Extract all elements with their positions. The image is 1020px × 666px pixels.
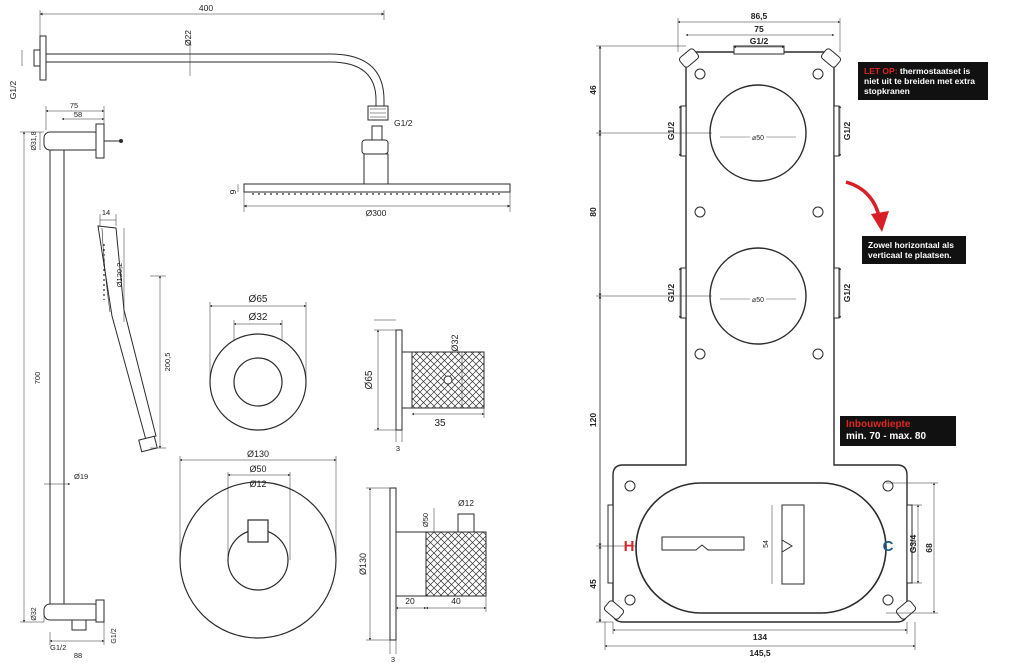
box-g-l2-label: G1/2	[666, 284, 676, 303]
box-h80-label: 80	[588, 207, 598, 217]
box-w86-label: 86,5	[751, 11, 768, 21]
ts-w20-label: 20	[405, 596, 415, 606]
shower-arm-drawing	[21, 10, 511, 212]
stop-plate-label: 3	[396, 444, 400, 453]
warning-note: LET OP: thermostaatset is niet uit te br…	[858, 62, 988, 100]
hand-w-label: 14	[102, 208, 110, 217]
bar-g-left-label: G1/2	[50, 643, 66, 652]
thermostat-side-drawing	[366, 487, 487, 654]
ts-d50-label: Ø50	[421, 513, 430, 527]
box-h54-label: 54	[763, 540, 770, 548]
mounting-box-drawing	[596, 18, 938, 650]
install-depth-note: Inbouwdiepte min. 70 - max. 80	[840, 416, 956, 446]
slide-bar-drawing	[20, 106, 123, 645]
ts-w40-label: 40	[451, 596, 461, 606]
box-h46-label: 46	[588, 85, 598, 95]
orientation-note-text: Zowel horizontaal als verticaal te plaat…	[868, 240, 954, 260]
box-g-l1-label: G1/2	[666, 122, 676, 141]
stop-len-label: 35	[434, 418, 446, 429]
box-g-r2-label: G1/2	[842, 284, 852, 303]
arm-dia-label: Ø22	[183, 30, 193, 46]
bar-w88-label: 88	[74, 651, 82, 660]
stop-valve-side-drawing	[374, 319, 485, 442]
box-w75-label: 75	[754, 24, 764, 34]
head-height-label: 9	[228, 189, 238, 194]
thermostat-rose-drawing	[179, 456, 337, 639]
bar-d31-label: Ø31,8	[31, 131, 38, 150]
bar-dia-label: Ø19	[74, 472, 88, 481]
arm-thread-label: G1/2	[8, 81, 18, 100]
box-c2-label: ⌀50	[752, 297, 764, 304]
box-c1-label: ⌀50	[752, 135, 764, 142]
install-depth-title: Inbouwdiepte	[846, 419, 911, 430]
arm-length-label: 400	[199, 3, 213, 13]
bar-len-label: 700	[33, 372, 42, 385]
cold-label: C	[883, 538, 894, 555]
box-w145-label: 145,5	[749, 648, 771, 658]
rose-d65-label: Ø65	[249, 294, 268, 305]
warning-note-title: LET OP:	[864, 66, 898, 76]
ts-d12-label: Ø12	[458, 498, 474, 508]
ts-plate-label: 3	[391, 655, 395, 664]
hot-label: H	[624, 538, 635, 555]
stop-d32-label: Ø32	[450, 334, 460, 351]
box-h120-label: 120	[588, 413, 598, 427]
ts-d130-label: Ø130	[358, 553, 368, 575]
thermo-d130-label: Ø130	[247, 449, 269, 459]
hand-shower-drawing	[97, 214, 166, 453]
box-g34-label: G3/4	[908, 535, 918, 554]
box-g-top-label: G1/2	[750, 36, 769, 46]
hand-len-label: 200,5	[163, 353, 172, 372]
box-g-r1-label: G1/2	[842, 122, 852, 141]
thermo-d50-label: Ø50	[249, 464, 266, 474]
bar-w58-label: 58	[74, 110, 82, 119]
warning-note-text: thermostaatset is niet uit te breiden me…	[864, 66, 975, 96]
bar-w75-label: 75	[70, 101, 78, 110]
orientation-note: Zowel horizontaal als verticaal te plaat…	[862, 236, 966, 264]
hand-d-label: Ø120,2	[115, 263, 124, 288]
stop-d65-label: Ø65	[364, 370, 375, 389]
box-h45-label: 45	[588, 579, 598, 589]
bar-g-right-label: G1/2	[111, 628, 118, 643]
head-dia-label: Ø300	[366, 208, 387, 218]
rose-d32-label: Ø32	[249, 312, 268, 323]
box-w134-label: 134	[753, 632, 767, 642]
stop-rose-drawing	[209, 302, 307, 431]
arm-outlet-label: G1/2	[394, 118, 413, 128]
bar-d32-label: Ø32	[31, 607, 38, 620]
install-depth-range: min. 70 - max. 80	[846, 431, 927, 442]
box-h68-label: 68	[924, 543, 934, 553]
thermo-d12-label: Ø12	[249, 479, 266, 489]
